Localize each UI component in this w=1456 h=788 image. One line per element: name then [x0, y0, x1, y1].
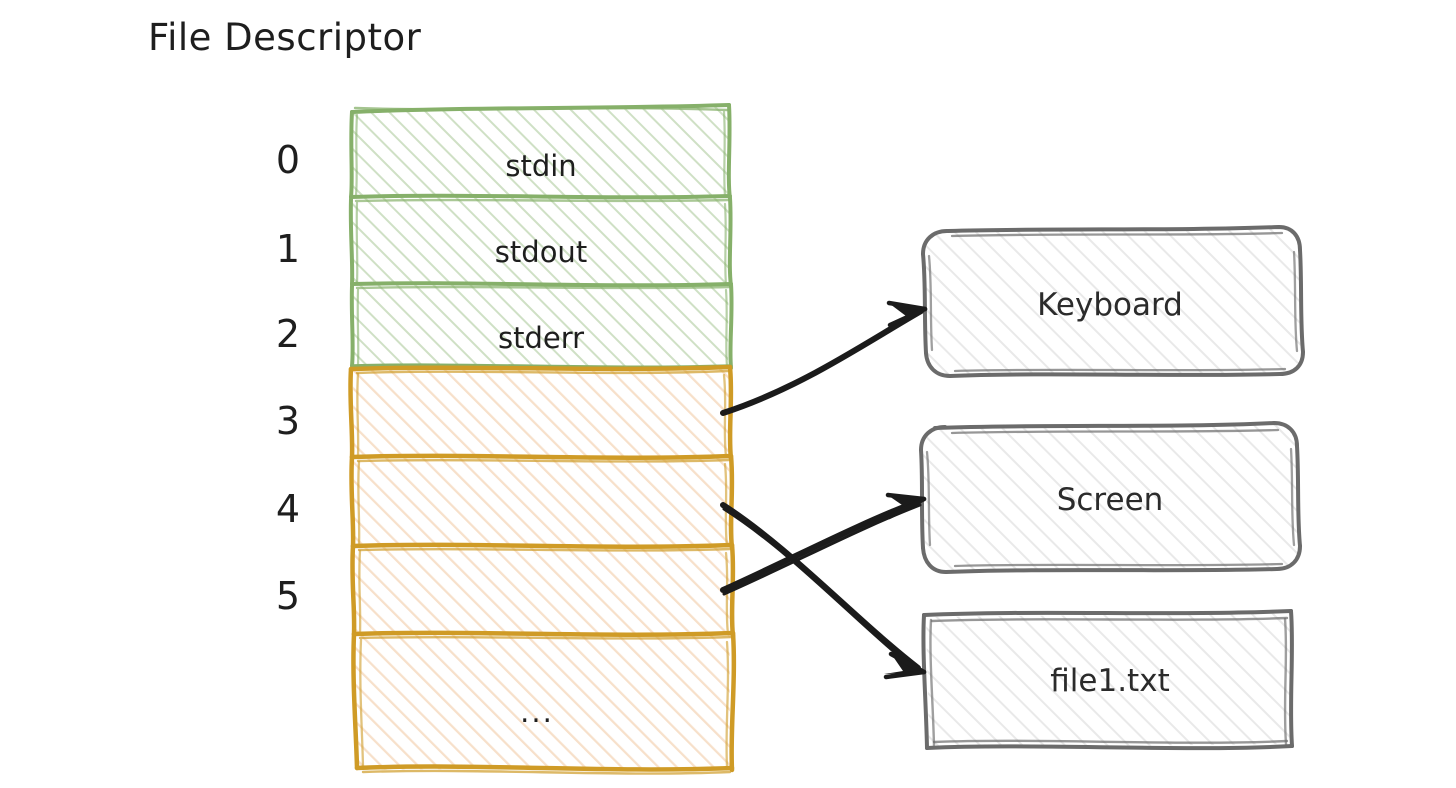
arrow-fd4-to-file1 [720, 502, 927, 680]
fd-group-open-files [348, 364, 737, 775]
fd-row-label-stdin: stdin [505, 149, 577, 183]
fd-index-1: 1 [275, 227, 301, 271]
target-box-screen-shape [919, 421, 1302, 574]
target-box-keyboard-shape [921, 225, 1305, 378]
fd-row-label-stdout: stdout [494, 235, 588, 269]
fd-index-3: 3 [275, 399, 301, 443]
fd-index-0: 0 [275, 138, 301, 182]
target-label-keyboard: Keyboard [1037, 287, 1183, 323]
target-label-file1: file1.txt [1050, 663, 1170, 699]
page-title: File Descriptor [148, 16, 422, 59]
arrow-fd3-to-keyboard [720, 300, 928, 416]
fd-row-label-ellipsis: ... [520, 695, 554, 729]
fd-row-label-stderr: stderr [497, 321, 585, 355]
fd-group-standard [348, 103, 734, 370]
target-label-screen: Screen [1056, 482, 1164, 518]
fd-index-2: 2 [275, 312, 301, 356]
target-box-file1-shape [921, 609, 1294, 751]
arrow-fd5-to-screen [720, 492, 927, 596]
fd-index-5: 5 [275, 574, 301, 618]
fd-index-4: 4 [275, 487, 301, 531]
